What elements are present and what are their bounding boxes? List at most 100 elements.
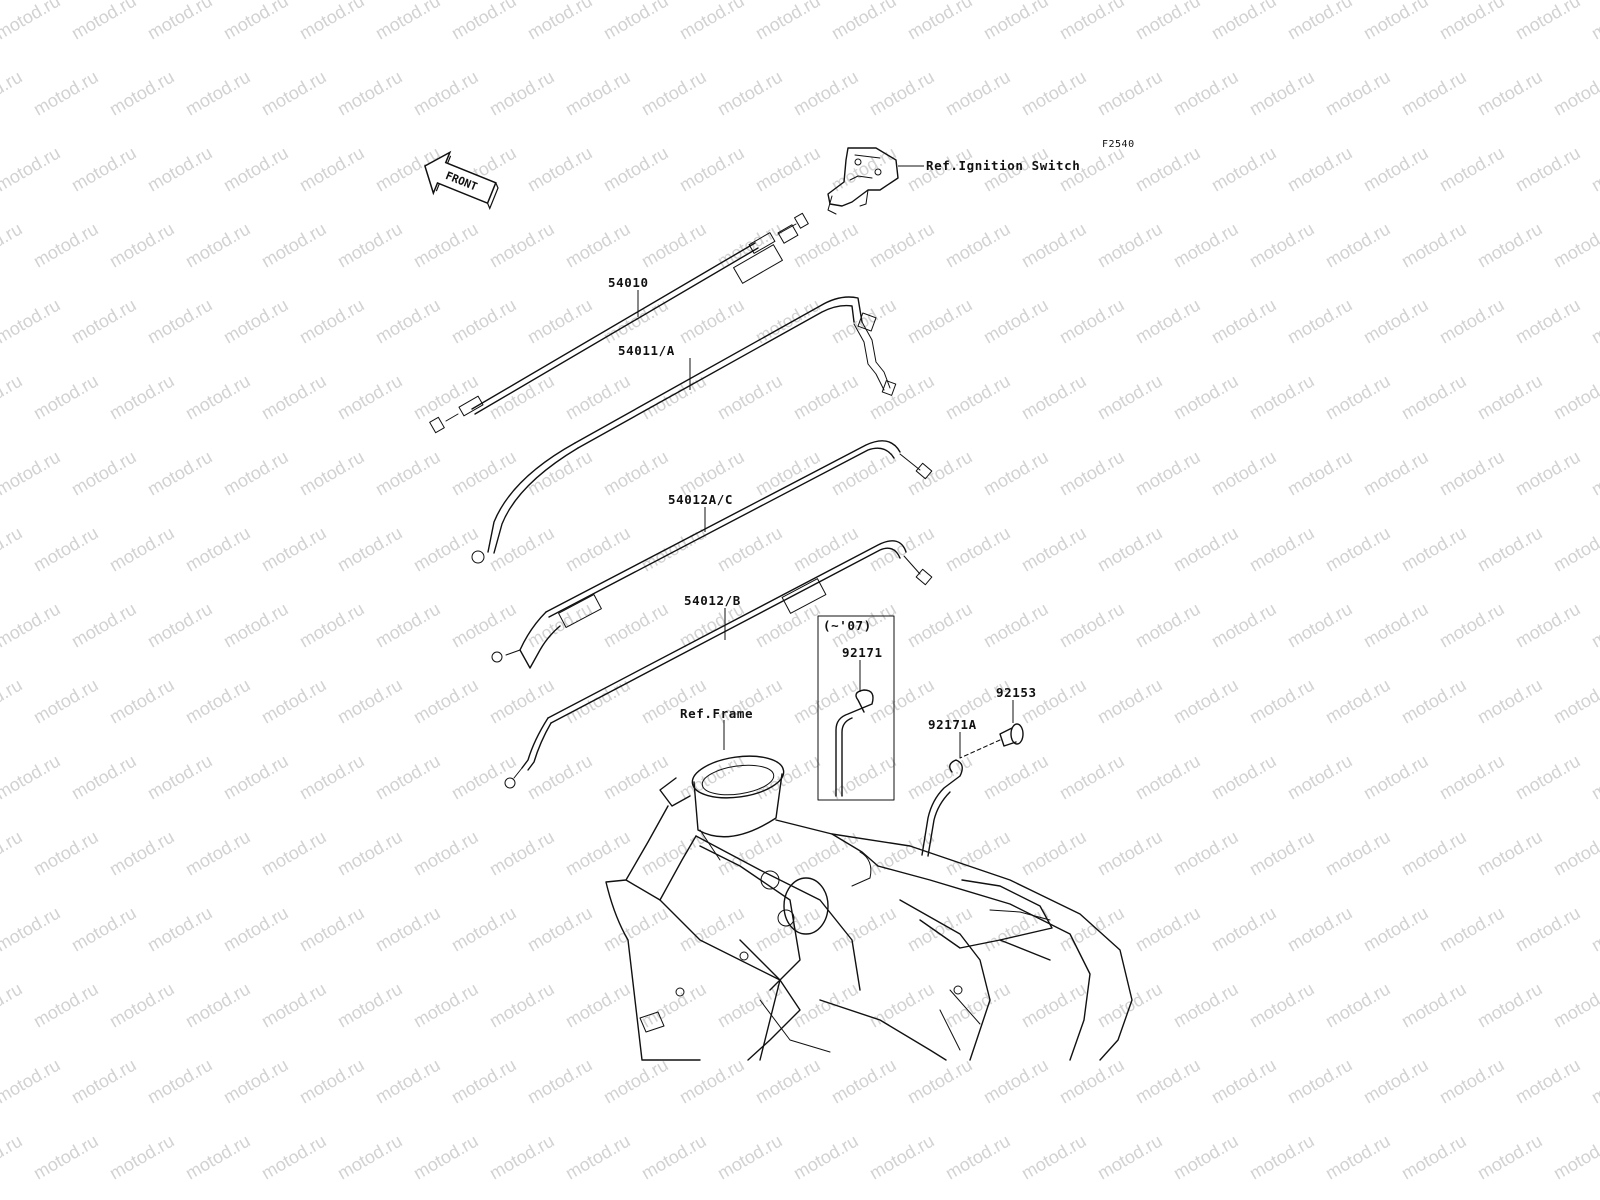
watermark-text: motod.ru: [714, 523, 786, 576]
watermark-text: motod.ru: [1474, 371, 1546, 424]
label-54012-b: 54012/B: [684, 593, 741, 608]
figure-code: F2540: [1102, 139, 1135, 150]
watermark-text: motod.ru: [1322, 675, 1394, 728]
watermark-text: motod.ru: [30, 827, 102, 880]
watermark-text: motod.ru: [942, 827, 1014, 880]
watermark-text: motod.ru: [828, 143, 900, 196]
watermark-text: motod.ru: [562, 1131, 634, 1184]
watermark-text: motod.ru: [372, 0, 444, 43]
watermark-text: motod.ru: [828, 447, 900, 500]
watermark-text: motod.ru: [1018, 67, 1090, 120]
watermark-text: motod.ru: [182, 219, 254, 272]
watermark-text: motod.ru: [1322, 371, 1394, 424]
watermark-text: motod.ru: [1360, 903, 1432, 956]
watermark-text: motod.ru: [182, 523, 254, 576]
watermark-text: motod.ru: [714, 979, 786, 1032]
ignition-switch-bracket: [827, 147, 899, 215]
watermark-text: motod.ru: [1474, 1131, 1546, 1184]
watermark-text: motod.ru: [182, 1131, 254, 1184]
watermark-text: motod.ru: [1512, 143, 1584, 196]
watermark-text: motod.ru: [562, 219, 634, 272]
watermark-text: motod.ru: [676, 751, 748, 804]
watermark-text: motod.ru: [1322, 979, 1394, 1032]
watermark-text: motod.ru: [1018, 675, 1090, 728]
watermark-text: motod.ru: [0, 143, 64, 196]
watermark-text: motod.ru: [1284, 143, 1356, 196]
watermark-text: motod.ru: [562, 675, 634, 728]
watermark-text: motod.ru: [1550, 219, 1600, 272]
watermark-text: motod.ru: [524, 143, 596, 196]
watermark-text: motod.ru: [790, 675, 862, 728]
watermark-text: motod.ru: [942, 979, 1014, 1032]
watermark-text: motod.ru: [828, 1055, 900, 1108]
watermark-text: motod.ru: [1512, 1055, 1584, 1108]
watermark-text: motod.ru: [0, 675, 26, 728]
watermark-text: motod.ru: [1322, 67, 1394, 120]
watermark-text: motod.ru: [638, 827, 710, 880]
watermark-text: motod.ru: [1208, 295, 1280, 348]
watermark-text: motod.ru: [1246, 827, 1318, 880]
watermark-text: motod.ru: [942, 523, 1014, 576]
watermark-text: motod.ru: [68, 599, 140, 652]
watermark-text: motod.ru: [1550, 675, 1600, 728]
watermark-text: motod.ru: [30, 67, 102, 120]
watermark-text: motod.ru: [752, 143, 824, 196]
watermark-text: motod.ru: [980, 751, 1052, 804]
watermark-text: motod.ru: [106, 67, 178, 120]
watermark-text: motod.ru: [752, 751, 824, 804]
watermark-text: motod.ru: [182, 979, 254, 1032]
watermark-text: motod.ru: [410, 219, 482, 272]
watermark-text: motod.ru: [638, 979, 710, 1032]
watermark-text: motod.ru: [600, 143, 672, 196]
watermark-text: motod.ru: [220, 1055, 292, 1108]
label-54010: 54010: [608, 275, 649, 290]
watermark-text: motod.ru: [1550, 979, 1600, 1032]
watermark-text: motod.ru: [1550, 1131, 1600, 1184]
watermark-text: motod.ru: [0, 0, 64, 43]
ref-ignition-switch-label: Ref.Ignition Switch: [926, 158, 1080, 173]
watermark-text: motod.ru: [1208, 903, 1280, 956]
clamp-92171: [835, 689, 874, 797]
cable-54011-a: [471, 224, 897, 564]
watermark-text: motod.ru: [68, 903, 140, 956]
watermark-text: motod.ru: [866, 219, 938, 272]
watermark-text: motod.ru: [1170, 67, 1242, 120]
watermark-text: motod.ru: [220, 295, 292, 348]
watermark-text: motod.ru: [486, 523, 558, 576]
label-92153: 92153: [996, 685, 1037, 700]
watermark-text: motod.ru: [790, 67, 862, 120]
watermark-text: motod.ru: [1170, 371, 1242, 424]
watermark-text: motod.ru: [258, 523, 330, 576]
watermark-text: motod.ru: [1360, 295, 1432, 348]
watermark-text: motod.ru: [448, 903, 520, 956]
watermark-text: motod.ru: [296, 295, 368, 348]
watermark-text: motod.ru: [334, 219, 406, 272]
watermark-text: motod.ru: [372, 751, 444, 804]
watermark-text: motod.ru: [1056, 599, 1128, 652]
watermark-text: motod.ru: [752, 1055, 824, 1108]
inset-box: [817, 615, 895, 801]
watermark-text: motod.ru: [866, 979, 938, 1032]
watermark-text: motod.ru: [1132, 447, 1204, 500]
watermark-text: motod.ru: [334, 1131, 406, 1184]
watermark-text: motod.ru: [904, 0, 976, 43]
watermark-text: motod.ru: [980, 447, 1052, 500]
watermark-text: motod.ru: [1360, 751, 1432, 804]
watermark-text: motod.ru: [296, 751, 368, 804]
watermark-text: motod.ru: [1436, 0, 1508, 43]
watermark-text: motod.ru: [182, 827, 254, 880]
watermark-text: motod.ru: [1132, 599, 1204, 652]
watermark-text: motod.ru: [1170, 523, 1242, 576]
watermark-text: motod.ru: [106, 371, 178, 424]
watermark-text: motod.ru: [1436, 903, 1508, 956]
watermark-text: motod.ru: [1208, 751, 1280, 804]
label-92171: 92171: [842, 645, 883, 660]
watermark-text: motod.ru: [790, 827, 862, 880]
watermark-text: motod.ru: [448, 295, 520, 348]
watermark-text: motod.ru: [1284, 447, 1356, 500]
watermark-text: motod.ru: [638, 1131, 710, 1184]
watermark-text: motod.ru: [1018, 827, 1090, 880]
watermark-text: motod.ru: [1398, 523, 1470, 576]
clamp-92171a: [921, 759, 963, 857]
